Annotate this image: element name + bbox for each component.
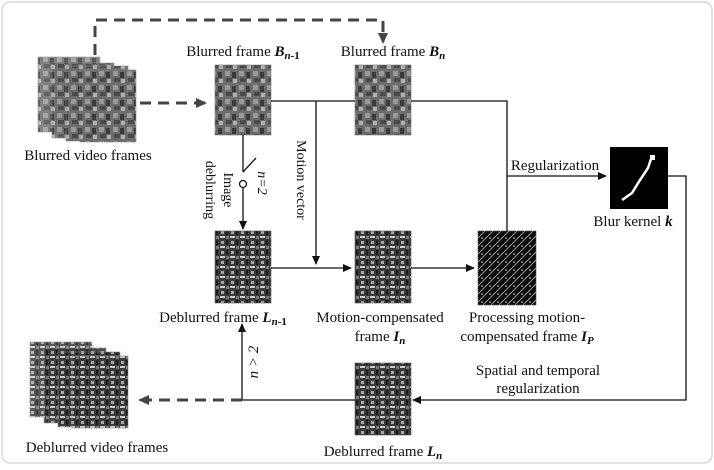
spatial-temporal-arrow [412, 175, 687, 404]
processing-label-1: Processing motion- [469, 310, 585, 326]
motion-vector-label: Motion vector [293, 140, 308, 220]
image-deblurring-label-2: deblurring [202, 161, 217, 219]
blurred-frame-cur-label: Blurred frame Bn [341, 44, 445, 62]
regularization-label: Regularization [511, 158, 600, 174]
motion-compensated-frame-image [354, 230, 412, 304]
dashed-arrow-to-blurred-cur [93, 18, 388, 55]
switch-node [238, 179, 248, 189]
processing-label-2: compensated frame IP [460, 329, 594, 347]
switch-lever [242, 157, 257, 173]
n-eq-2-label: n=2 [254, 171, 269, 194]
deblurred-frame-prev-image [214, 230, 272, 304]
spatial-temporal-label-2: regularization [496, 381, 580, 397]
deblurred-video-label: Deblurred video frames [26, 440, 169, 456]
deblurred-video-frames-stack [29, 341, 129, 429]
blur-kernel-image [610, 147, 668, 209]
motion-comp-label-1: Motion-compensated [316, 310, 444, 326]
blurred-frame-prev-image [214, 64, 272, 136]
blurred-video-frames-stack [37, 56, 137, 143]
image-deblurring-label-1: Image [220, 173, 235, 208]
processing-frame-image [477, 230, 537, 306]
motion-comp-label-2: frame In [355, 329, 406, 347]
deblurred-frame-cur-image [354, 362, 412, 436]
n-gt-2-label: n > 2 [246, 345, 262, 378]
blurred-frame-cur-image [354, 64, 412, 136]
line-blurred-cur-to-processing [411, 100, 508, 231]
blur-kernel-label: Blur kernel k [593, 214, 673, 230]
blurred-frame-prev-label: Blurred frame Bn-1 [186, 44, 300, 62]
blurred-video-label: Blurred video frames [24, 148, 152, 164]
deblurred-frame-cur-label: Deblurred frame Ln [324, 444, 443, 462]
deblurred-frame-prev-label: Deblurred frame Ln-1 [159, 310, 287, 328]
spatial-temporal-label-1: Spatial and temporal [476, 363, 600, 379]
